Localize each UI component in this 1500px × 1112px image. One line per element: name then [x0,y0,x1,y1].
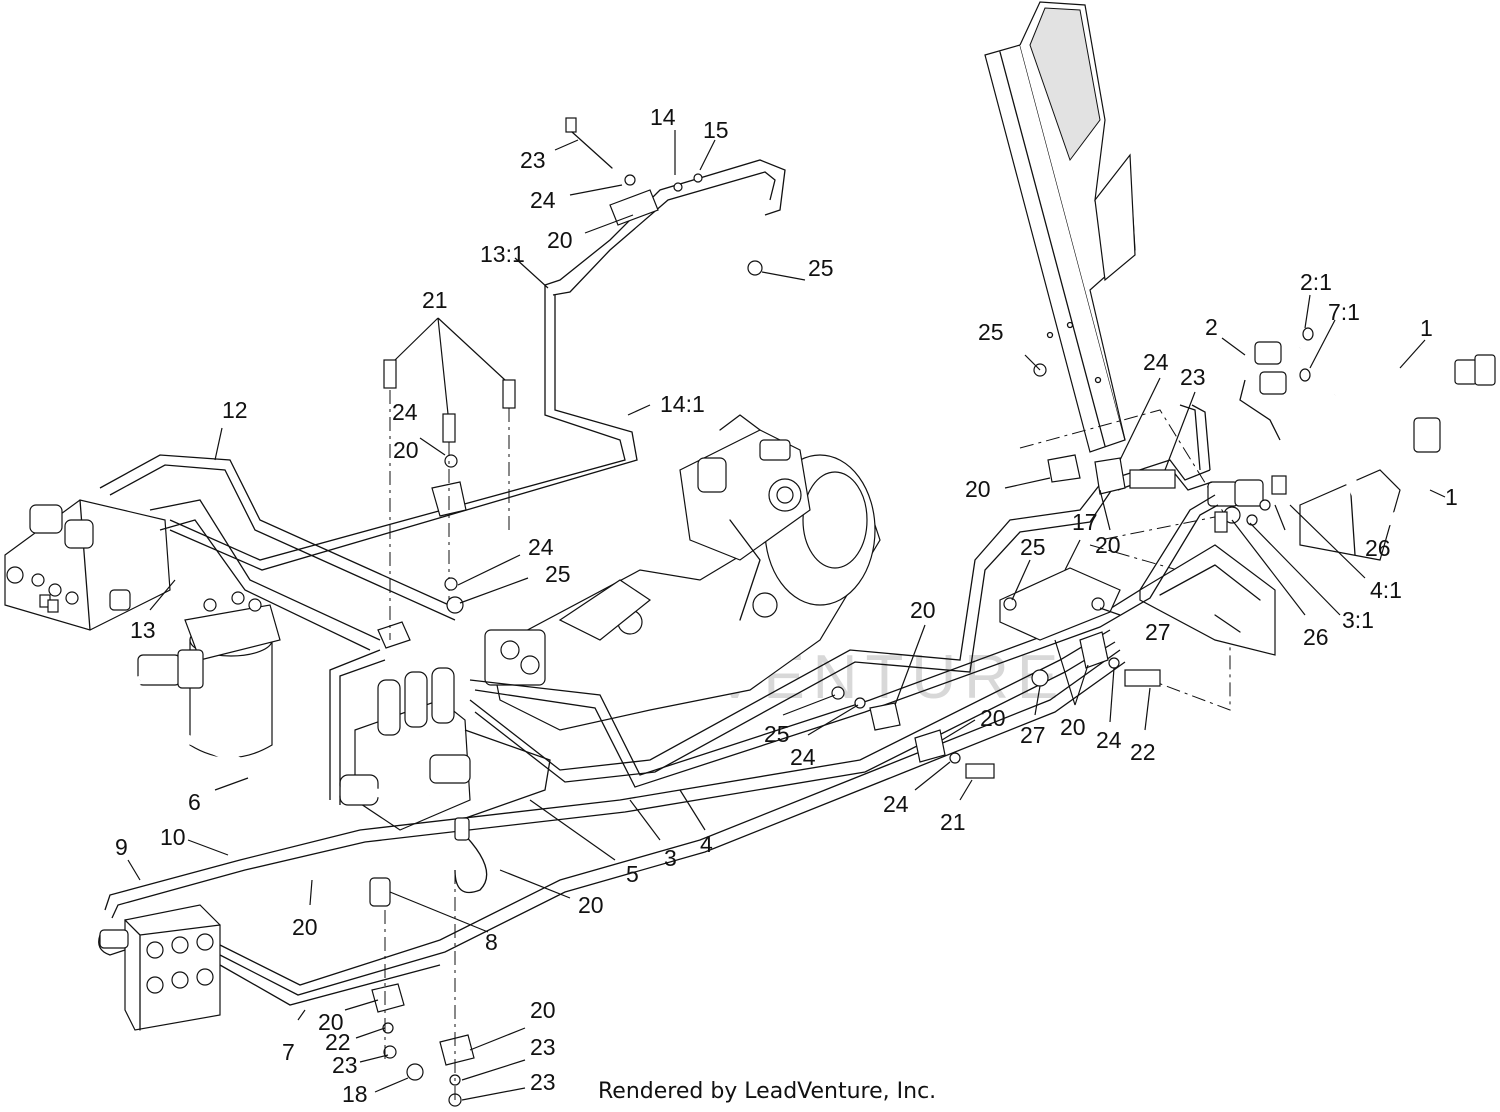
callout-19: 20 [578,892,604,918]
hydraulic-filter [137,591,281,759]
valve-block [339,667,471,831]
callout-23-bottom-right: 23 [530,1069,556,1095]
callout-20-center-right: 20 [1060,714,1086,740]
callout-25-center: 25 [764,721,790,747]
callout-9: 9 [115,834,128,860]
callout-26-upper: 26 [1365,535,1391,561]
callout-3: 3 [664,845,677,871]
fitting-2 [1239,327,1314,441]
callout-20-center: 20 [910,597,936,623]
callout-23-bottom-left: 23 [332,1052,358,1078]
callout-3-1: 3:1 [1342,607,1374,633]
fasteners [382,117,1176,1107]
callout-24-left: 24 [392,399,418,425]
callout-24-lower-right: 24 [1096,727,1122,753]
callout-6: 6 [188,789,201,815]
callout-23-right: 23 [1180,364,1206,390]
callout-2: 2 [1205,314,1218,340]
callout-25-mid: 25 [545,561,571,587]
callout-13: 13:1 [480,241,525,267]
callout-20-bottom-right: 20 [530,997,556,1023]
callout-4-1: 4:1 [1370,577,1402,603]
callout-leaders [127,130,1446,1101]
callout-15: 17 [1072,509,1098,535]
callout-13-1: 14 [650,104,676,130]
callout-labels: 23 24 20 14 15 13:1 25 21 24 20 14:1 12 … [115,104,1458,1107]
callout-10: 10 [160,824,186,850]
tube-clamps [371,189,1126,1066]
callout-22-bottom-right: 23 [530,1034,556,1060]
callout-23-top: 23 [520,147,546,173]
footer-credit: Rendered by LeadVenture, Inc. [598,1079,936,1104]
callout-24-bottom: 24 [883,791,909,817]
callout-27-right: 27 [1145,619,1171,645]
callout-20-bottom-left: 20 [318,1009,344,1035]
callout-14-1: 15 [703,117,729,143]
callout-5: 5 [626,861,639,887]
callout-7-1: 7:1 [1328,299,1360,325]
callout-24-right: 24 [1143,349,1169,375]
callout-20-left: 20 [393,437,419,463]
callout-24-mid: 24 [528,534,554,560]
callout-7: 7 [282,1039,295,1065]
callout-12: 13 [130,617,156,643]
callout-24-top: 24 [530,187,556,213]
callout-22-bottom-left: 22 [325,1029,351,1055]
callout-17: 18 [342,1081,368,1107]
callout-22-right: 22 [1130,739,1156,765]
callout-11: 12 [222,397,248,423]
hydraulic-tubes [98,159,1219,1006]
callout-20-center-lower: 20 [980,705,1006,731]
frame-upright [984,1,1136,453]
callout-25-right: 25 [978,319,1004,345]
control-valve-11 [4,499,171,631]
manifold-block [99,904,221,1031]
fittings-3-4 [1207,475,1287,533]
mounting-plate-outline [1019,409,1231,711]
callout-14: 14:1 [660,391,705,417]
hydraulic-pump [484,414,881,731]
callout-27-center: 27 [1020,722,1046,748]
hydraulic-hose-1 [1298,340,1496,526]
callout-8: 8 [485,929,498,955]
callout-21-top: 21 [422,287,448,313]
callout-1-right: 1 [1445,484,1458,510]
callout-20-right-lower: 20 [1095,532,1121,558]
callout-20-top: 20 [547,227,573,253]
callout-25-top: 25 [808,255,834,281]
callout-24-center: 24 [790,744,816,770]
callout-1-top: 1 [1420,315,1433,341]
callout-2-1: 2:1 [1300,269,1332,295]
callout-21-bottom: 21 [940,809,966,835]
callout-4: 4 [700,831,713,857]
floor-bracket [1139,544,1276,656]
callout-18: 20 [292,914,318,940]
callout-26-lower: 26 [1303,624,1329,650]
callout-25-plate: 25 [1020,534,1046,560]
callout-20-right: 20 [965,476,991,502]
